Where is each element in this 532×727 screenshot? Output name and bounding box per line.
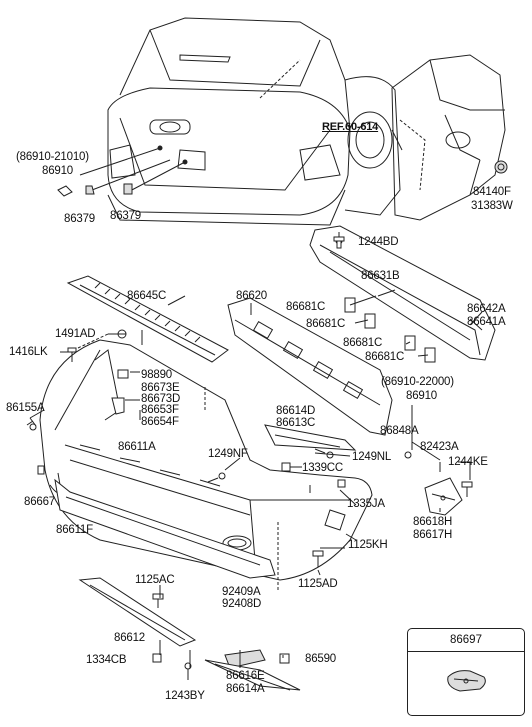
side-mount-bracket-illustration: [424, 477, 463, 516]
reflector-illustration: [224, 649, 266, 669]
part-label-84140F[interactable]: 84140F: [473, 186, 511, 198]
part-label-86618H[interactable]: 86618H: [413, 516, 453, 528]
part-label-86614A[interactable]: 86614A: [226, 683, 265, 695]
nut-icon: [281, 462, 291, 472]
leader-lines: [29, 289, 471, 668]
part-label-92409A[interactable]: 92409A: [222, 586, 261, 598]
part-label-86667[interactable]: 86667: [24, 496, 55, 508]
part-label-86155A[interactable]: 86155A: [6, 402, 45, 414]
part-label-86673D[interactable]: 86673D: [141, 393, 181, 405]
clip-part-icon: [408, 651, 524, 715]
ref-label[interactable]: REF.60-614: [322, 121, 379, 133]
part-label-1125AD[interactable]: 1125AD: [298, 578, 338, 590]
part-label-86642A[interactable]: 86642A: [467, 303, 506, 315]
part-label-86681C-b[interactable]: 86681C: [306, 318, 346, 330]
part-label-31383W[interactable]: 31383W: [471, 200, 513, 212]
screw-icon: [207, 472, 226, 483]
part-label-1125AC[interactable]: 1125AC: [135, 574, 175, 586]
vehicle-rear-illustration: [107, 17, 401, 226]
part-label-86681C-c[interactable]: 86681C: [343, 337, 383, 349]
part-label-86379-a[interactable]: 86379: [64, 213, 95, 225]
small-fasteners-top: [57, 183, 133, 197]
clip-icon: [404, 451, 412, 459]
part-label-86681C-d[interactable]: 86681C: [365, 351, 405, 363]
part-label-86620[interactable]: 86620: [236, 290, 267, 302]
part-label-86653F[interactable]: 86653F: [141, 404, 179, 416]
lower-skirt-illustration: [54, 478, 276, 579]
bolt-icon: [152, 593, 164, 608]
part-label-86681C-a[interactable]: 86681C: [286, 301, 326, 313]
part-label-1334CB[interactable]: 1334CB: [86, 654, 127, 666]
part-label-86848A[interactable]: 86848A: [380, 425, 419, 437]
part-label-1491AD[interactable]: 1491AD: [55, 328, 96, 340]
part-label-92408D[interactable]: 92408D: [222, 598, 262, 610]
part-label-1243BY[interactable]: 1243BY: [165, 690, 205, 702]
part-label-86631B[interactable]: 86631B: [361, 270, 400, 282]
part-label-1249NF[interactable]: 1249NF: [208, 448, 248, 460]
nut-icon: [279, 653, 290, 664]
quarter-panel-illustration: [391, 54, 508, 221]
part-label-86910-21010[interactable]: (86910-21010): [16, 151, 89, 163]
bracket-icon: [111, 397, 125, 415]
fastener-icons: [26, 236, 473, 680]
part-label-86590[interactable]: 86590: [305, 653, 336, 665]
part-label-86611F[interactable]: 86611F: [56, 524, 93, 536]
part-box-86697[interactable]: 86697: [407, 628, 525, 716]
part-label-86379-b[interactable]: 86379: [110, 210, 141, 222]
leader-lines-car: [79, 147, 186, 193]
clip-icon: [37, 465, 45, 475]
part-label-98890[interactable]: 98890: [141, 369, 172, 381]
part-label-86616E[interactable]: 86616E: [226, 670, 265, 682]
part-label-82423A[interactable]: 82423A: [420, 441, 459, 453]
part-label-1249NL[interactable]: 1249NL: [352, 451, 392, 463]
part-label-86910-b[interactable]: 86910: [406, 390, 437, 402]
part-label-1339CC[interactable]: 1339CC: [302, 462, 343, 474]
part-label-86645C[interactable]: 86645C: [127, 290, 167, 302]
lower-brackets-illustration: [78, 577, 301, 691]
part-box-number: 86697: [408, 629, 524, 652]
part-label-86641A[interactable]: 86641A: [467, 316, 506, 328]
bolt-icon: [312, 550, 324, 567]
screw-icon: [333, 236, 345, 249]
part-label-1244BD[interactable]: 1244BD: [358, 236, 399, 248]
part-label-1335JA[interactable]: 1335JA: [347, 498, 385, 510]
clip-icon: [117, 369, 129, 379]
nut-icon: [152, 653, 162, 663]
bolt-icon: [461, 481, 473, 497]
nut-icon: [337, 479, 346, 488]
part-label-86612[interactable]: 86612: [114, 632, 145, 644]
leader-lines-beam: [349, 295, 483, 357]
part-label-86611A[interactable]: 86611A: [118, 441, 156, 453]
step-pad-illustration: [66, 275, 229, 363]
part-label-86613C[interactable]: 86613C: [276, 417, 316, 429]
part-label-86654F[interactable]: 86654F: [141, 416, 179, 428]
part-label-86673E[interactable]: 86673E: [141, 382, 180, 394]
part-label-86910-22000[interactable]: (86910-22000): [381, 376, 454, 388]
part-label-86614D[interactable]: 86614D: [276, 405, 316, 417]
part-label-1125KH[interactable]: 1125KH: [348, 539, 388, 551]
part-label-1416LK[interactable]: 1416LK: [9, 346, 48, 358]
part-label-1244KE[interactable]: 1244KE: [448, 456, 488, 468]
side-bracket-illustration: [264, 424, 357, 451]
part-label-86617H[interactable]: 86617H: [413, 529, 453, 541]
part-label-86910[interactable]: 86910: [42, 165, 73, 177]
screw-icon: [26, 417, 37, 431]
energy-absorber-illustration: [227, 297, 393, 436]
